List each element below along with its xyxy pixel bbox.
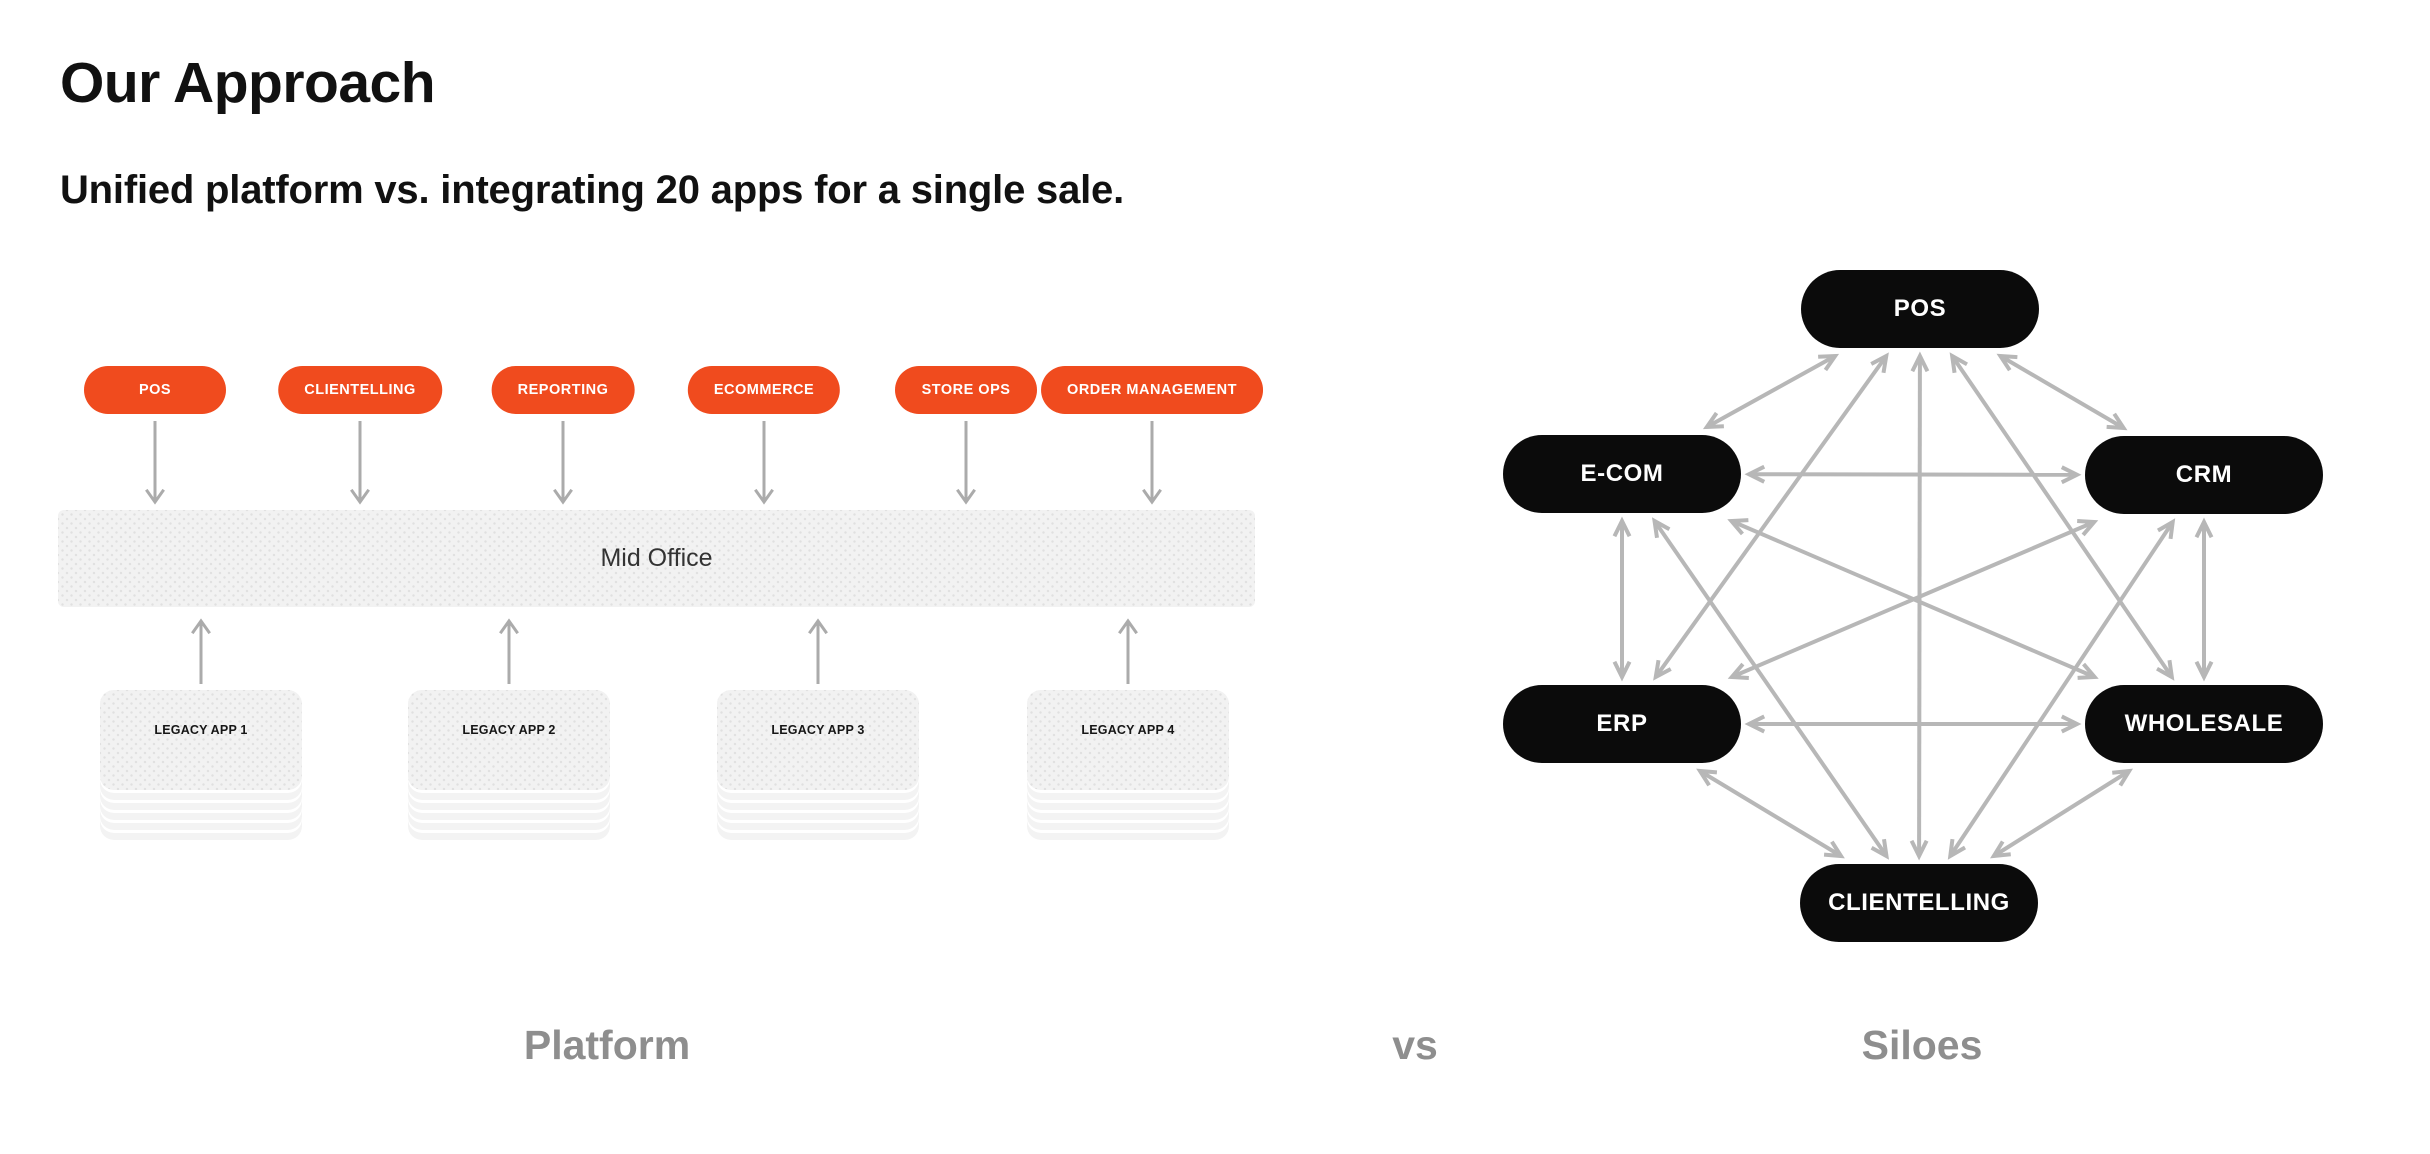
arrowhead-icon bbox=[1818, 353, 1840, 372]
integration-link bbox=[1698, 769, 1843, 858]
arrowhead-icon bbox=[1947, 838, 1967, 860]
legacy-card-label: LEGACY APP 1 bbox=[154, 723, 248, 737]
siloes-label: Siloes bbox=[1861, 1022, 1983, 1068]
integration-link bbox=[1654, 354, 1888, 679]
app-pill-ecommerce: ECOMMERCE bbox=[687, 366, 841, 414]
legacy-card-label: LEGACY APP 2 bbox=[462, 723, 556, 737]
arrowhead-icon bbox=[1996, 353, 2018, 372]
page-subtitle: Unified platform vs. integrating 20 apps… bbox=[60, 168, 1125, 212]
integration-link bbox=[1652, 519, 1889, 858]
mid-office-label: Mid Office bbox=[600, 544, 713, 572]
arrowhead-icon bbox=[1727, 518, 1749, 536]
page-title: Our Approach bbox=[60, 51, 436, 115]
app-pill-reporting: REPORTING bbox=[491, 366, 635, 414]
arrowhead-up-icon bbox=[808, 618, 828, 635]
vs-label: vs bbox=[1392, 1022, 1438, 1068]
legacy-card: LEGACY APP 1 bbox=[100, 690, 302, 790]
arrowhead-icon bbox=[2112, 768, 2133, 787]
arrowhead-icon bbox=[1744, 464, 1766, 484]
app-pill-store-ops: STORE OPS bbox=[895, 366, 1037, 414]
arrowhead-down-icon bbox=[1142, 488, 1162, 505]
legacy-card: LEGACY APP 2 bbox=[408, 690, 610, 790]
arrowhead-icon bbox=[2060, 465, 2082, 485]
legacy-card: LEGACY APP 4 bbox=[1027, 690, 1229, 790]
arrowhead-icon bbox=[2077, 662, 2099, 680]
arrowhead-down-icon bbox=[754, 488, 774, 505]
arrowhead-icon bbox=[1651, 517, 1671, 539]
integration-link bbox=[1705, 354, 1837, 429]
arrowhead-icon bbox=[1727, 662, 1749, 680]
silo-node-crm: CRM bbox=[2085, 436, 2323, 514]
arrowhead-down-icon bbox=[553, 488, 573, 505]
app-pill-pos: POS bbox=[84, 366, 226, 414]
arrowhead-icon bbox=[1823, 840, 1845, 859]
arrowhead-icon bbox=[2156, 518, 2176, 540]
app-pill-clientelling: CLIENTELLING bbox=[278, 366, 442, 414]
arrowhead-up-icon bbox=[191, 618, 211, 635]
integration-link bbox=[1948, 520, 2175, 858]
arrowhead-down-icon bbox=[145, 488, 165, 505]
arrowhead-icon bbox=[2156, 659, 2175, 681]
arrowhead-icon bbox=[1653, 659, 1672, 681]
arrowhead-icon bbox=[1870, 838, 1890, 860]
arrowhead-icon bbox=[2106, 412, 2128, 431]
arrowhead-down-icon bbox=[956, 488, 976, 505]
silo-node-ecom: E-COM bbox=[1503, 435, 1741, 513]
integration-link bbox=[1950, 354, 2174, 679]
arrowhead-icon bbox=[2194, 517, 2214, 539]
legacy-stack-3: LEGACY APP 3 bbox=[717, 690, 919, 845]
legacy-stack-1: LEGACY APP 1 bbox=[100, 690, 302, 845]
arrowhead-icon bbox=[2060, 714, 2082, 734]
arrowhead-up-icon bbox=[499, 618, 519, 635]
arrowhead-icon bbox=[1870, 352, 1889, 374]
integration-link bbox=[1748, 472, 2078, 477]
silo-node-pos: POS bbox=[1801, 270, 2039, 348]
arrowhead-icon bbox=[1744, 714, 1766, 734]
platform-label: Platform bbox=[523, 1022, 691, 1068]
integration-link bbox=[1731, 520, 2095, 679]
silo-node-erp: ERP bbox=[1503, 685, 1741, 763]
integration-link bbox=[1917, 355, 1922, 857]
app-pill-order-management: ORDER MANAGEMENT bbox=[1041, 366, 1263, 414]
arrowhead-down-icon bbox=[350, 488, 370, 505]
silo-node-wholesale: WHOLESALE bbox=[2085, 685, 2323, 763]
legacy-stack-4: LEGACY APP 4 bbox=[1027, 690, 1229, 845]
arrowhead-icon bbox=[1612, 516, 1632, 538]
arrowhead-icon bbox=[1696, 768, 1718, 787]
arrowhead-icon bbox=[1702, 411, 1724, 430]
arrowhead-icon bbox=[1910, 351, 1930, 373]
legacy-card-label: LEGACY APP 3 bbox=[771, 723, 865, 737]
arrowhead-icon bbox=[1990, 840, 2011, 859]
silo-node-clientelling: CLIENTELLING bbox=[1800, 864, 2038, 942]
legacy-card-label: LEGACY APP 4 bbox=[1081, 723, 1175, 737]
integration-link bbox=[1999, 354, 2125, 430]
mid-office-bar: Mid Office bbox=[58, 510, 1255, 607]
integration-link bbox=[1992, 769, 2131, 858]
arrowhead-icon bbox=[1949, 352, 1968, 374]
arrowhead-icon bbox=[1612, 660, 1632, 682]
arrowhead-icon bbox=[2194, 660, 2214, 682]
arrowhead-up-icon bbox=[1118, 618, 1138, 635]
arrowhead-icon bbox=[2077, 519, 2099, 537]
arrowhead-icon bbox=[1909, 839, 1929, 861]
legacy-card: LEGACY APP 3 bbox=[717, 690, 919, 790]
legacy-stack-2: LEGACY APP 2 bbox=[408, 690, 610, 845]
